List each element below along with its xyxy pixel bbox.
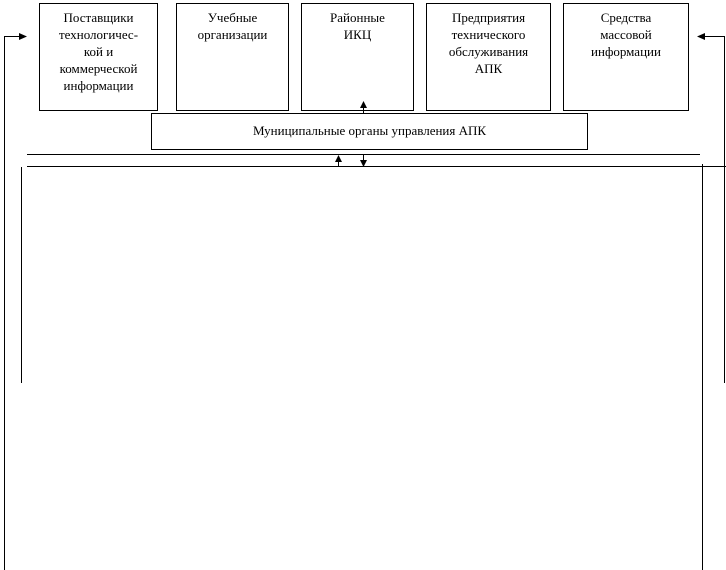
arrow-head-up (335, 155, 342, 162)
box-tech-service-enterprises: Предприятия технического обслуживания АП… (426, 3, 551, 111)
box-suppliers: Поставщики технологичес- кой и коммерчес… (39, 3, 158, 111)
box-municipal-agro-management: Муниципальные органы управления АПК (151, 113, 588, 150)
arrow-head-right-to-suppliers (19, 33, 27, 40)
box-educational-organizations: Учебные организации (176, 3, 289, 111)
arrow-head-left-to-media (697, 33, 705, 40)
box-district-ikc: Районные ИКЦ (301, 3, 414, 111)
arrow-head-down (360, 160, 367, 167)
box-mass-media: Средства массовой информации (563, 3, 689, 111)
arrow-head-up-to-ikc (360, 101, 367, 108)
